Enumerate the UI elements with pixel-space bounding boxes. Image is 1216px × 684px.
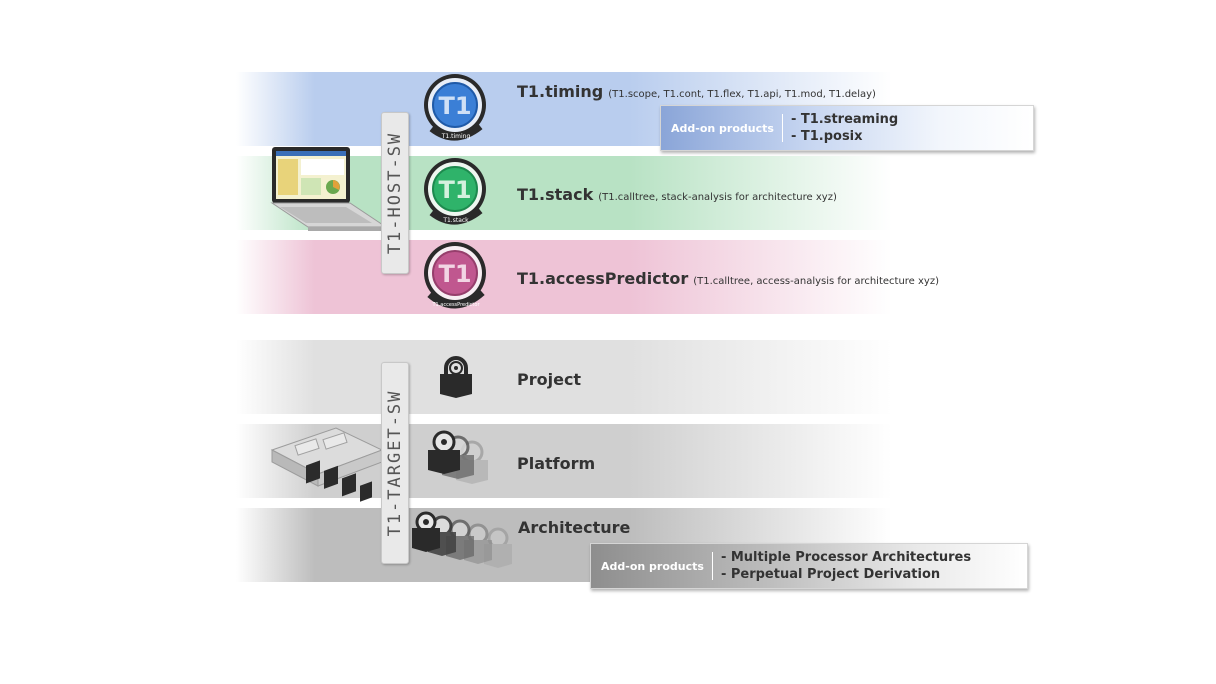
- host-addon-item: - T1.streaming: [790, 112, 899, 127]
- svg-text:T1.timing: T1.timing: [441, 133, 471, 140]
- band-t1-access-predictor: [236, 240, 892, 314]
- platform-title: Platform: [517, 454, 596, 473]
- t1-timing-badge-icon: T1 T1.timing: [424, 74, 486, 141]
- band-project: [236, 340, 892, 414]
- padlock-chain-icon: [412, 511, 512, 568]
- t1-stack-detail: (T1.calltree, stack-analysis for archite…: [598, 192, 837, 203]
- t1-access-predictor-title: T1.accessPredictor(T1.calltree, access-a…: [517, 269, 939, 288]
- target-addon-item: - Perpetual Project Derivation: [720, 567, 941, 582]
- svg-text:T1.accessPredictor: T1.accessPredictor: [431, 302, 480, 308]
- host-sw-label: T1-HOST-SW: [381, 112, 409, 274]
- ecu-icon: [270, 427, 384, 502]
- svg-text:T1: T1: [438, 176, 471, 204]
- host-addon-box: Add-on products - T1.streaming - T1.posi…: [660, 105, 1034, 151]
- padlock-icon: [440, 356, 472, 398]
- laptop-icon: [270, 147, 388, 231]
- target-sw-label: T1-TARGET-SW: [381, 362, 409, 564]
- target-addon-box: Add-on products - Multiple Processor Arc…: [590, 543, 1028, 589]
- target-addon-item: - Multiple Processor Architectures: [720, 550, 972, 565]
- host-addon-heading: Add-on products: [661, 114, 783, 142]
- t1-stack-badge-icon: T1 T1.stack: [424, 158, 486, 225]
- t1-timing-detail: (T1.scope, T1.cont, T1.flex, T1.api, T1.…: [608, 89, 876, 100]
- padlock-group-icon: [428, 430, 488, 484]
- host-addon-item: - T1.posix: [790, 129, 863, 144]
- svg-text:T1.stack: T1.stack: [442, 217, 469, 224]
- architecture-title: Architecture: [518, 518, 631, 537]
- t1-stack-title: T1.stack(T1.calltree, stack-analysis for…: [517, 185, 837, 204]
- svg-text:T1: T1: [438, 92, 471, 120]
- project-title: Project: [517, 370, 582, 389]
- target-addon-heading: Add-on products: [591, 552, 713, 580]
- svg-text:T1: T1: [438, 260, 471, 288]
- t1-access-predictor-detail: (T1.calltree, access-analysis for archit…: [693, 276, 939, 287]
- t1-timing-title: T1.timing(T1.scope, T1.cont, T1.flex, T1…: [517, 82, 876, 101]
- t1-access-predictor-badge-icon: T1 T1.accessPredictor: [424, 242, 486, 309]
